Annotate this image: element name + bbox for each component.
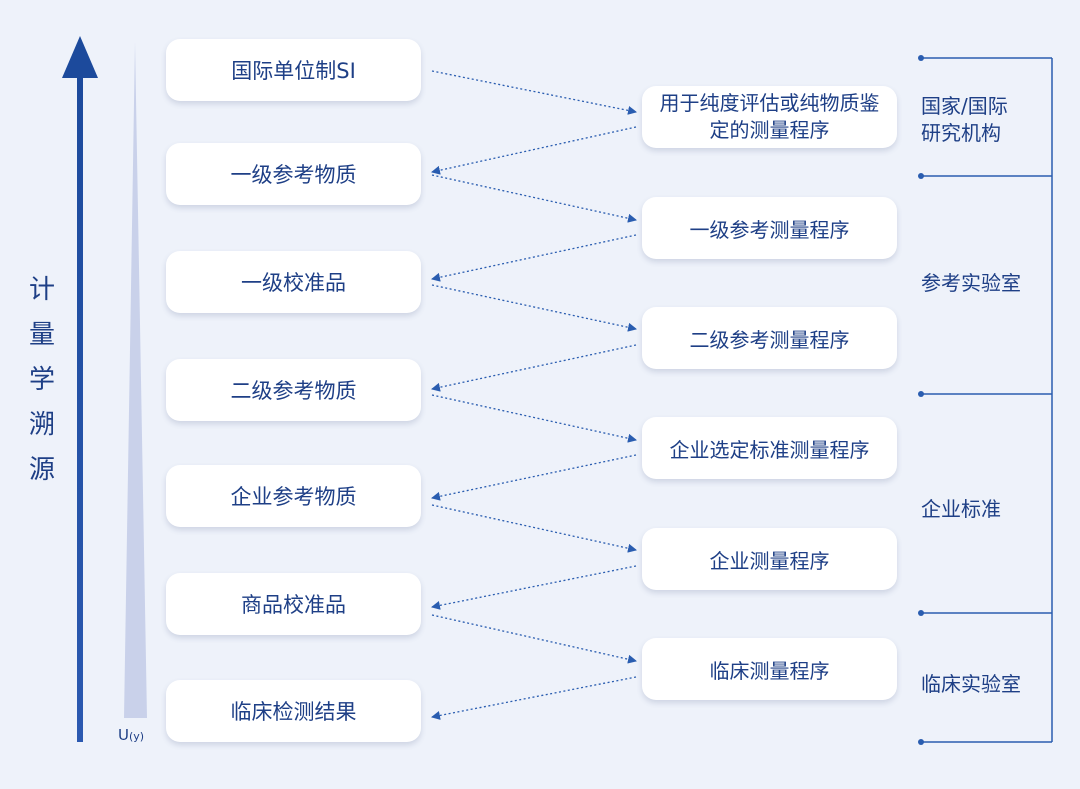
material-box-secondary-reference: 二级参考物质 xyxy=(166,359,421,421)
procedure-box-secondary: 二级参考测量程序 xyxy=(642,307,897,369)
connector-primary-calibrator-to-secondary-procedure xyxy=(431,284,637,332)
group-label-reference-lab: 参考实验室 xyxy=(921,271,1021,295)
procedure-box-purity: 用于纯度评估或纯物质鉴定的测量程序 xyxy=(642,86,897,148)
connector-primary-procedure-to-primary-calibrator xyxy=(431,234,637,282)
traceability-arrow xyxy=(62,36,98,742)
traceability-label-char: 源 xyxy=(28,455,55,485)
procedure-box-primary: 一级参考测量程序 xyxy=(642,197,897,259)
uncertainty-subscript: (y) xyxy=(128,730,145,743)
traceability-label-char: 量 xyxy=(28,320,55,350)
bracket-dot-5 xyxy=(918,739,924,745)
uncertainty-symbol: U xyxy=(118,726,129,744)
traceability-label-char: 计 xyxy=(28,275,55,305)
connector-product-calibrator-to-clinical-procedure xyxy=(431,614,637,664)
procedure-box-enterprise: 企业测量程序 xyxy=(642,528,897,590)
connector-secondary-procedure-to-secondary-reference xyxy=(431,344,637,392)
bracket-dots xyxy=(918,55,924,745)
uncertainty-label: U(y) xyxy=(118,726,144,744)
connector-lines xyxy=(431,70,637,720)
group-label-enterprise-standard: 企业标准 xyxy=(921,497,1001,521)
traceability-label-char: 溯 xyxy=(28,410,55,440)
bracket-dot-2 xyxy=(918,173,924,179)
group-label-national-institutes: 国家/国际 研究机构 xyxy=(921,94,1008,145)
material-box-primary-reference: 一级参考物质 xyxy=(166,143,421,205)
connector-clinical-procedure-to-clinical-result xyxy=(431,676,637,720)
group-label-clinical-lab: 临床实验室 xyxy=(921,672,1021,696)
uncertainty-triangle xyxy=(124,42,147,718)
connector-purity-procedure-to-primary-reference xyxy=(431,126,637,175)
traceability-arrow-head xyxy=(62,36,98,78)
traceability-label: 计 量 学 溯 源 xyxy=(24,268,60,493)
bracket-dot-4 xyxy=(918,610,924,616)
connector-si-to-purity-procedure xyxy=(431,70,637,115)
group-bracket xyxy=(921,57,1053,743)
procedure-box-selected-standard: 企业选定标准测量程序 xyxy=(642,417,897,479)
connector-secondary-reference-to-selected-procedure xyxy=(431,394,637,443)
material-box-product-calibrator: 商品校准品 xyxy=(166,573,421,635)
bracket-dot-1 xyxy=(918,55,924,61)
connector-primary-reference-to-primary-procedure xyxy=(431,174,637,223)
material-box-si-unit: 国际单位制SI xyxy=(166,39,421,101)
bracket-dot-3 xyxy=(918,391,924,397)
procedure-box-clinical: 临床测量程序 xyxy=(642,638,897,700)
connector-enterprise-procedure-to-product-calibrator xyxy=(431,565,637,610)
connector-enterprise-reference-to-enterprise-procedure xyxy=(431,504,637,553)
traceability-arrow-shaft xyxy=(77,72,83,742)
traceability-label-char: 学 xyxy=(28,365,55,395)
connector-selected-procedure-to-enterprise-reference xyxy=(431,454,637,501)
material-box-clinical-result: 临床检测结果 xyxy=(166,680,421,742)
material-box-primary-calibrator: 一级校准品 xyxy=(166,251,421,313)
material-box-enterprise-reference: 企业参考物质 xyxy=(166,465,421,527)
